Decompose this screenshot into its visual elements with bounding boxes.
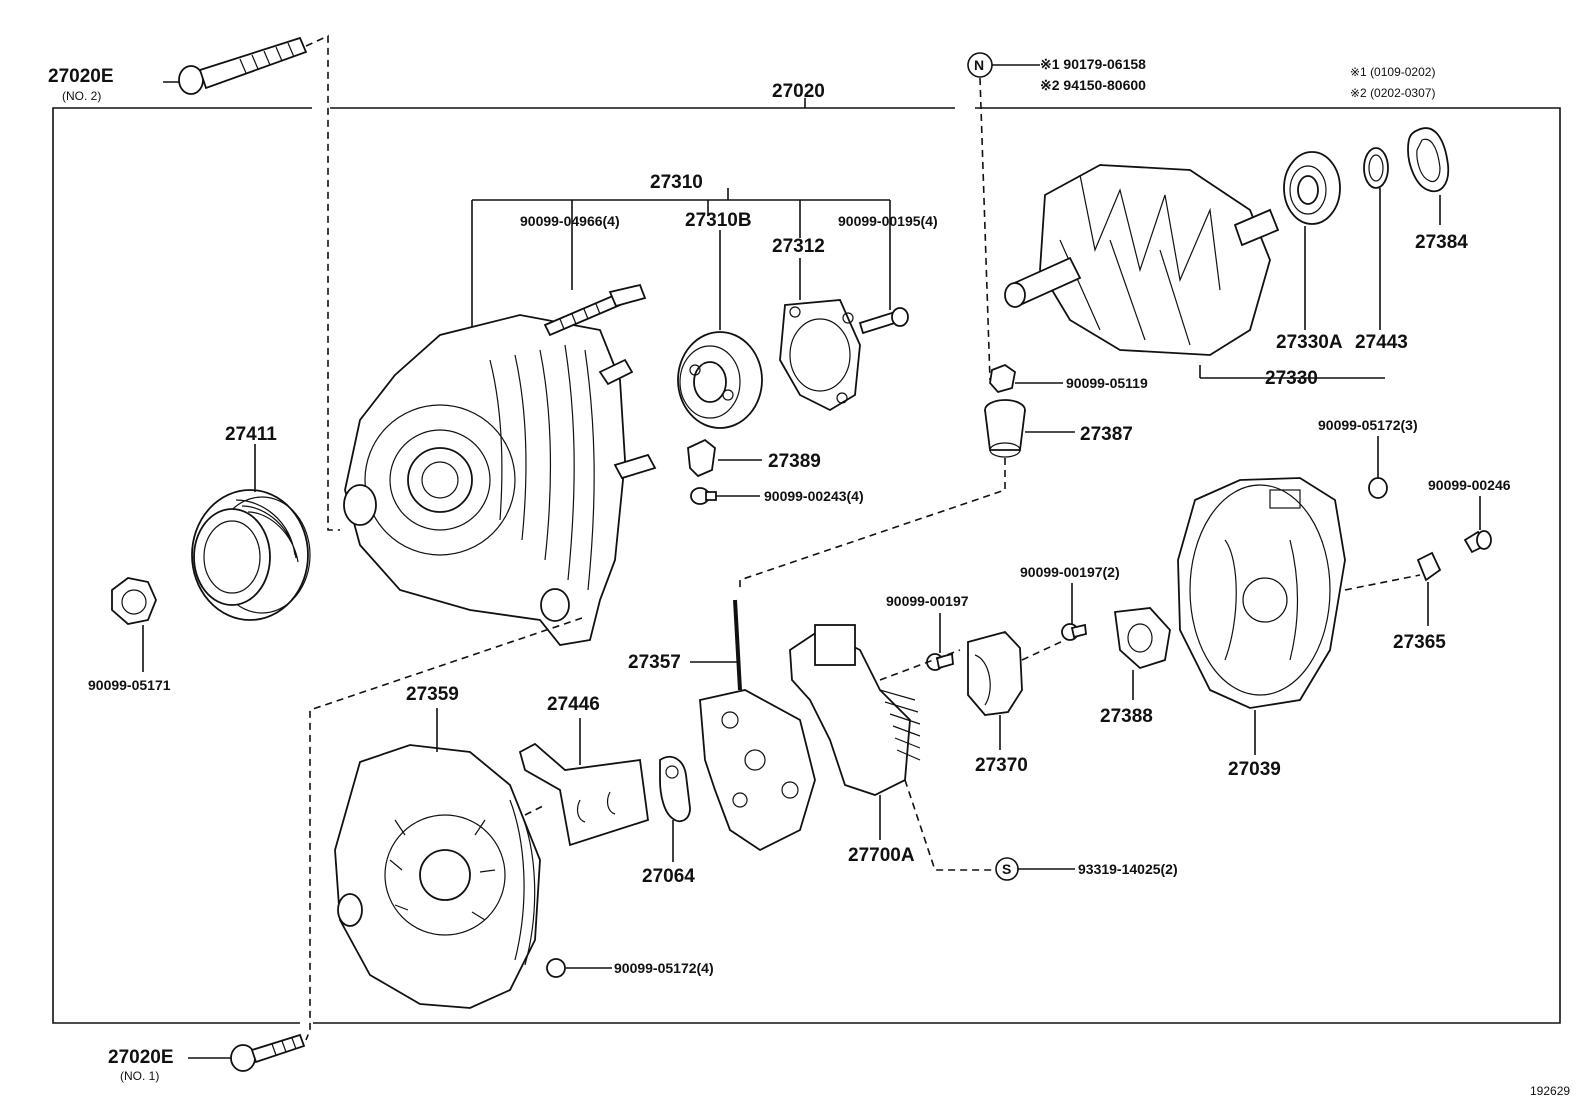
brush-holder-27370[interactable] [967,630,1066,750]
screw-93319-14025[interactable]: S [904,779,1075,881]
note-2-part: ※2 94150-80600 [1040,77,1146,93]
label-90099-05172-4: 90099-05172(4) [614,960,714,976]
assembly-frame [52,98,1561,1024]
nut-90099-05172-3[interactable] [1368,436,1388,499]
rotor-27330[interactable] [1004,164,1280,356]
label-27020E-top: 27020E [48,66,114,87]
n-symbol: N [974,57,984,73]
label-27365: 27365 [1393,632,1446,653]
bearing-27330A[interactable] [1283,151,1341,330]
label-27389: 27389 [768,451,821,472]
label-27330A: 27330A [1276,332,1343,353]
label-90099-00195: 90099-00195(4) [838,213,938,229]
assembly-dash-line [305,617,583,1041]
bracket-27330 [1199,365,1385,382]
label-27387: 27387 [1080,424,1133,445]
label-90099-05172-3: 90099-05172(3) [1318,417,1418,433]
screw-90099-00246[interactable] [1463,496,1492,554]
rear-frame-27039[interactable] [1177,477,1421,755]
note-n-callout: N [967,52,1040,381]
label-90099-05171: 90099-05171 [88,677,171,693]
washer-27443[interactable] [1363,147,1389,330]
label-27310B: 27310B [685,210,752,231]
label-90099-00243: 90099-00243(4) [764,488,864,504]
bolt-27020E-no2[interactable] [163,34,340,531]
label-27310: 27310 [650,172,703,193]
label-90099-00197: 90099-00197 [886,593,969,609]
label-27020E-bottom: 27020E [108,1047,174,1068]
insulator-27387[interactable] [739,399,1075,590]
label-27411: 27411 [225,424,277,445]
label-27064: 27064 [642,866,695,887]
label-27357: 27357 [628,652,681,673]
drive-end-frame[interactable] [343,314,657,646]
label-27359: 27359 [406,684,459,705]
label-27446: 27446 [547,694,600,715]
assembly-dash-short [524,804,546,816]
cap-27389[interactable] [687,438,762,478]
retainer-27312[interactable] [779,299,861,412]
note-1-range: ※1 (0109-0202) [1350,65,1435,79]
screw-90099-00197[interactable] [879,613,961,681]
label-27388: 27388 [1100,706,1153,727]
insulator-27064[interactable] [659,755,691,862]
label-27020E-top-sub: (NO. 2) [62,89,101,103]
label-27312: 27312 [772,236,825,257]
regulator-27700A[interactable] [789,624,921,840]
screw-90099-00243[interactable] [690,487,760,505]
stud-90099-04966[interactable] [543,283,647,337]
label-27020E-bottom-sub: (NO. 1) [120,1069,159,1083]
label-90099-00197-2: 90099-00197(2) [1020,564,1120,580]
label-27020: 27020 [772,81,825,102]
nut-90099-05172-4[interactable] [546,958,612,978]
label-90099-04966: 90099-04966(4) [520,213,620,229]
nut-90099-05119[interactable] [989,363,1063,394]
cover-27388[interactable] [1113,607,1171,700]
label-27039: 27039 [1228,759,1281,780]
label-27384: 27384 [1415,232,1468,253]
label-90099-00246: 90099-00246 [1428,477,1511,493]
note-2-range: ※2 (0202-0307) [1350,86,1435,100]
plate-27446[interactable] [518,718,649,847]
insulator-27365[interactable] [1416,551,1442,626]
nut-90099-05171[interactable] [111,577,157,672]
figure-number: 192629 [1530,1084,1570,1098]
note-1-part: ※1 90179-06158 [1040,56,1146,72]
bracket-27310 [471,188,891,330]
rear-cover-27359[interactable] [334,708,541,1009]
label-27330: 27330 [1265,368,1318,389]
label-93319-14025: 93319-14025(2) [1078,861,1178,877]
screw-90099-00195[interactable] [858,307,909,335]
label-27370: 27370 [975,755,1028,776]
bearing-27310B[interactable] [677,331,763,429]
cover-27384[interactable] [1407,127,1450,225]
label-90099-05119: 90099-05119 [1066,375,1148,391]
label-27443: 27443 [1355,332,1408,353]
s-symbol: S [1002,861,1011,877]
bolt-27020E-no1[interactable] [188,1033,306,1072]
rectifier-27357[interactable] [690,599,816,852]
label-27700A: 27700A [848,845,915,866]
pulley-27411[interactable] [191,444,311,621]
screw-90099-00197-2[interactable] [1061,583,1087,641]
